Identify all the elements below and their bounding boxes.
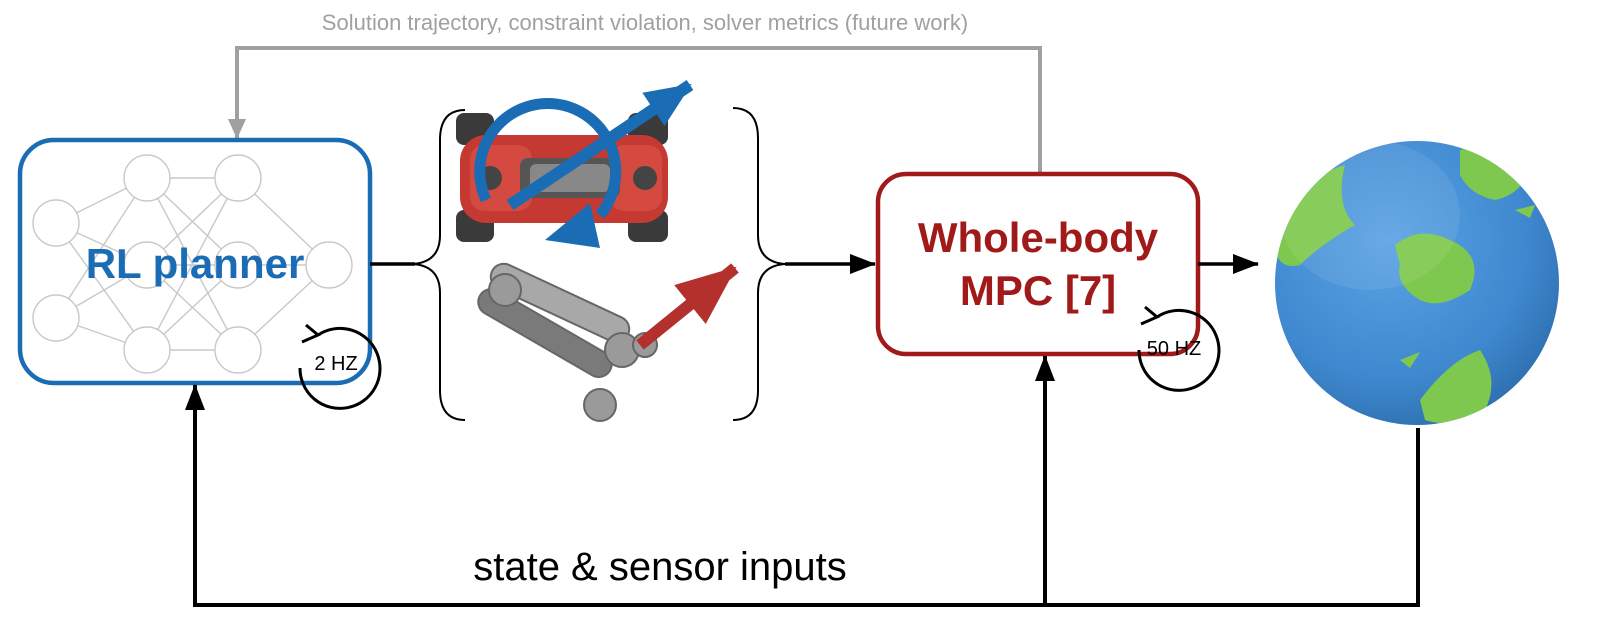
- rl-planner-box: [17, 137, 373, 386]
- neural-network-icon: [32, 154, 353, 374]
- right-brace: [732, 107, 786, 421]
- rl-rate-cycle-icon: [298, 323, 382, 410]
- rl-planner-title: RL planner: [86, 240, 305, 287]
- rl-rate-label: 2 HZ: [314, 353, 357, 375]
- mpc-rate-label: 50 HZ: [1147, 338, 1201, 360]
- end-effector-arrow: [636, 263, 739, 350]
- rotation-arrowhead: [545, 203, 600, 248]
- mpc-box: [875, 171, 1201, 357]
- rotation-arrow: [474, 98, 622, 219]
- state-inputs-label: state & sensor inputs: [473, 545, 847, 589]
- translation-arrow: [506, 80, 694, 210]
- mpc-rate-cycle-icon: [1137, 305, 1221, 392]
- state-feedback-line: [185, 384, 1420, 607]
- feedback-arrow: [228, 46, 1042, 172]
- mpc-title-line1: Whole-body: [918, 214, 1159, 261]
- mpc-block: Whole-body MPC [7] 50 HZ: [875, 171, 1221, 392]
- robot-arm-icon: [477, 262, 658, 422]
- earth-globe-icon: [1275, 140, 1559, 425]
- left-brace: [412, 109, 466, 421]
- mpc-title-line2: MPC [7]: [960, 267, 1116, 314]
- rl-planner-block: RL planner 2 HZ: [17, 137, 382, 410]
- feedback-label: Solution trajectory, constraint violatio…: [322, 10, 968, 35]
